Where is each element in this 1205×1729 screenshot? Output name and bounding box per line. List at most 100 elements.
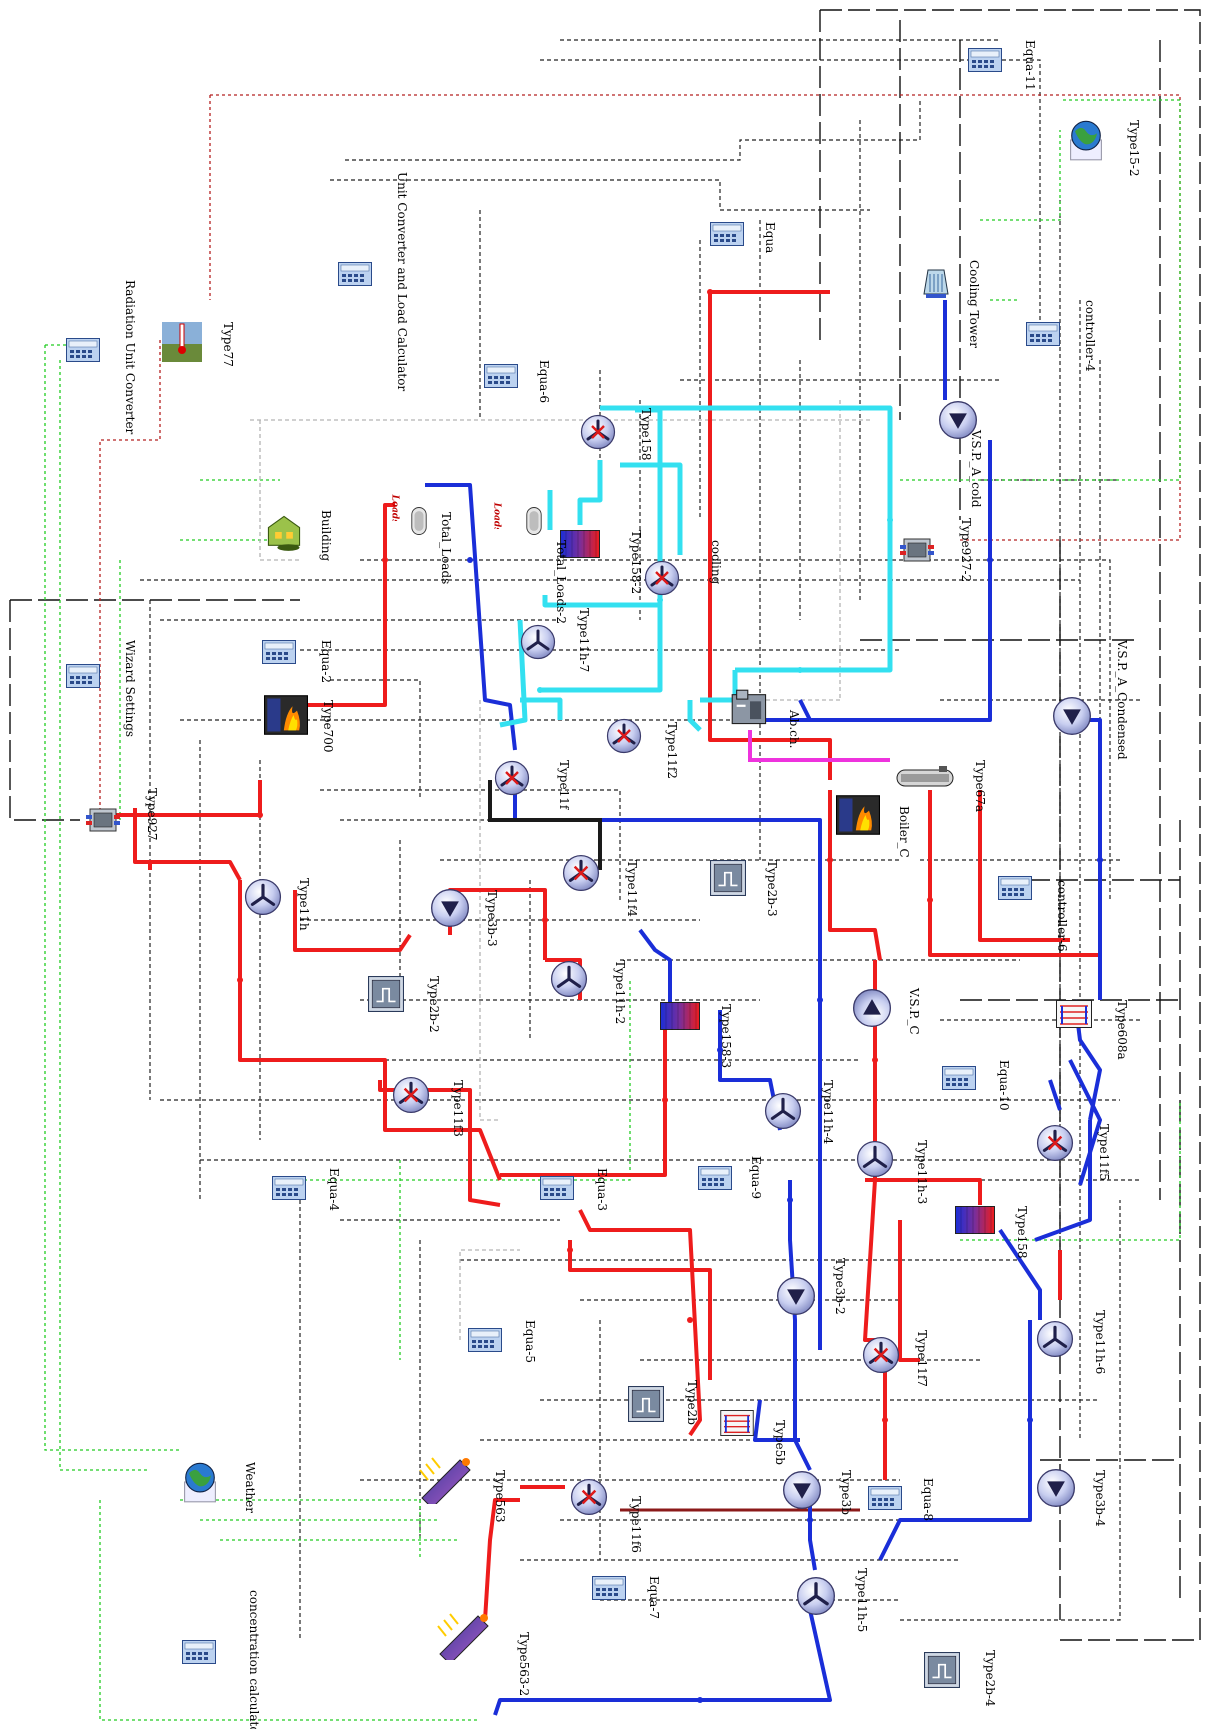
vsp-a-condensed[interactable]: V.S.P._A_Condensed bbox=[1052, 639, 1129, 760]
type11f2-label: Type11f2 bbox=[665, 722, 679, 779]
controller-4[interactable]: controller-4 bbox=[1026, 300, 1098, 372]
control-links bbox=[140, 39, 1140, 1640]
type11h7-label: Type11h-7 bbox=[577, 608, 591, 672]
type11f4[interactable]: Type11f4 bbox=[562, 854, 639, 918]
type5b[interactable]: Type5b bbox=[720, 1410, 787, 1465]
type3b2-label: Type3b-2 bbox=[833, 1258, 847, 1315]
type11f3-label: Type11f3 bbox=[451, 1080, 465, 1137]
type2b[interactable]: Type2b bbox=[628, 1380, 699, 1425]
type11f-label: Type11f bbox=[557, 760, 571, 811]
equa-5[interactable]: Equa-5 bbox=[468, 1320, 538, 1363]
cooling-tower[interactable]: Cooling Tower bbox=[923, 260, 981, 348]
type608a[interactable]: Type608a bbox=[1056, 1000, 1130, 1060]
equa-7[interactable]: Equa-7 bbox=[592, 1576, 662, 1619]
type11f3[interactable]: Type11f3 bbox=[392, 1076, 465, 1137]
vsp-a-cold[interactable]: V.S.P._A_cold bbox=[939, 400, 983, 508]
equa-9[interactable]: Equa-9 bbox=[698, 1156, 764, 1199]
vspacond-label: V.S.P._A_Condensed bbox=[1115, 639, 1129, 760]
total-loads-2[interactable] bbox=[526, 507, 542, 535]
condenser-loop bbox=[760, 300, 980, 722]
type1582-label: Type158-2 bbox=[629, 530, 643, 594]
type11f5[interactable]: Type11f5 bbox=[1036, 1124, 1111, 1181]
equa-10[interactable]: Equa-10 bbox=[942, 1060, 1012, 1111]
equa3-label: Equa-3 bbox=[595, 1168, 609, 1211]
total-loads[interactable]: Total_Loads bbox=[411, 507, 453, 585]
weather[interactable]: Weather bbox=[184, 1462, 257, 1513]
vsp-c[interactable]: V.S.P._C bbox=[853, 987, 921, 1035]
absorption-chiller[interactable]: Ab.ch. bbox=[731, 689, 801, 748]
type3b-3[interactable]: Type3b-3 bbox=[430, 889, 499, 947]
type11h6-label: Type11h-6 bbox=[1093, 1310, 1107, 1374]
type3b[interactable]: Type3b bbox=[783, 1470, 853, 1515]
weather-links bbox=[99, 94, 1181, 820]
equa-4[interactable]: Equa-4 bbox=[272, 1168, 342, 1211]
type700-label: Type700 bbox=[321, 700, 335, 752]
type67a[interactable]: Type67a bbox=[896, 760, 987, 812]
cooling-diverter[interactable]: cooling bbox=[644, 540, 724, 596]
cooling-label: cooling bbox=[709, 540, 723, 585]
type67a-label: Type67a bbox=[973, 760, 987, 812]
equa11-label: Equa-11 bbox=[1023, 40, 1037, 91]
type158-diverter[interactable]: Type158 bbox=[580, 408, 654, 460]
type2b-4[interactable]: Type2b-4 bbox=[924, 1650, 997, 1707]
type15-2[interactable]: Type15-2 bbox=[1070, 120, 1141, 177]
type158-3[interactable]: Type158-3 bbox=[660, 1002, 734, 1068]
type158-tank[interactable]: Type158 bbox=[955, 1206, 1030, 1258]
equa-2[interactable]: Equa-2 bbox=[262, 640, 334, 683]
wizard-settings[interactable]: Wizard Settings bbox=[66, 640, 138, 737]
controller4-label: controller-4 bbox=[1083, 300, 1097, 372]
totalloads2-label: Total_Loads-2 bbox=[554, 540, 568, 624]
type11h-2[interactable]: Type11h-2 bbox=[550, 960, 627, 1024]
radiation-label: Radiation Unit Converter bbox=[123, 280, 137, 435]
type2b-2[interactable]: Type2b-2 bbox=[368, 976, 441, 1033]
equa-11[interactable]: Equa-11 bbox=[968, 40, 1038, 91]
type700[interactable]: Type700 bbox=[264, 695, 335, 753]
type3b3-label: Type3b-3 bbox=[485, 890, 499, 947]
weather-label: Weather bbox=[243, 1462, 257, 1513]
type11h-3[interactable]: Type11h-3 bbox=[856, 1140, 929, 1204]
controller-6[interactable]: controller-6 bbox=[998, 876, 1070, 952]
type11f7[interactable]: Type11f7 bbox=[862, 1330, 929, 1387]
equa-8[interactable]: Equa-8 bbox=[868, 1478, 936, 1521]
boiler-c[interactable]: Boiler_C bbox=[836, 795, 911, 858]
type11f7-label: Type11f7 bbox=[915, 1330, 929, 1387]
type563-2[interactable]: Type563-2 bbox=[437, 1613, 531, 1696]
long-dash-links bbox=[9, 9, 1201, 1641]
loads-2[interactable] bbox=[491, 501, 502, 533]
unit-converter-load-calculator[interactable]: Unit Converter and Load Calculator bbox=[338, 172, 410, 391]
type927-2[interactable]: Type927-2 bbox=[900, 518, 973, 582]
type11f6[interactable]: Type11f6 bbox=[570, 1478, 643, 1553]
equa[interactable]: Equa bbox=[710, 222, 778, 253]
type11f2[interactable]: Type11f2 bbox=[606, 718, 680, 779]
equa6-label: Equa-6 bbox=[537, 360, 551, 403]
concentration-label: concentration calculator bbox=[247, 1590, 261, 1729]
type11h-4[interactable]: Type11h-4 bbox=[764, 1080, 835, 1145]
equa-3[interactable]: Equa-3 bbox=[540, 1168, 610, 1211]
loads-1[interactable] bbox=[389, 493, 400, 525]
type158-2-tank[interactable]: Total_Loads-2 Type158-2 bbox=[554, 529, 643, 624]
building-label: Building bbox=[319, 510, 333, 561]
wizard-label: Wizard Settings bbox=[123, 640, 137, 737]
type563[interactable]: Type563 bbox=[419, 1457, 507, 1522]
type2b4-label: Type2b-4 bbox=[983, 1650, 997, 1707]
equa8-label: Equa-8 bbox=[921, 1478, 935, 1521]
type927[interactable]: Type927 bbox=[86, 788, 159, 840]
type11h-5[interactable]: Type11h-5 bbox=[796, 1568, 869, 1632]
type2b-3[interactable]: Type2b-3 bbox=[710, 860, 779, 917]
type3b-4[interactable]: Type3b-4 bbox=[1036, 1468, 1107, 1527]
radiation-unit-converter[interactable]: Radiation Unit Converter bbox=[66, 280, 138, 435]
type11h5-label: Type11h-5 bbox=[855, 1568, 869, 1632]
building[interactable]: Building bbox=[267, 510, 333, 561]
type11f[interactable]: Type11f bbox=[494, 760, 572, 811]
type11h-6[interactable]: Type11h-6 bbox=[1036, 1310, 1107, 1374]
type77[interactable]: Type77 bbox=[162, 322, 235, 367]
type3b-2[interactable]: Type3b-2 bbox=[777, 1258, 847, 1316]
equa-6[interactable]: Equa-6 bbox=[484, 360, 552, 403]
type2b3-label: Type2b-3 bbox=[765, 860, 779, 917]
concentration-calculator[interactable]: concentration calculator bbox=[182, 1590, 262, 1729]
type11h-7[interactable]: Type11h-7 bbox=[520, 608, 592, 672]
type152-label: Type15-2 bbox=[1127, 120, 1141, 177]
type11h[interactable]: Type11h bbox=[244, 878, 311, 931]
type9272-label: Type927-2 bbox=[959, 518, 973, 582]
